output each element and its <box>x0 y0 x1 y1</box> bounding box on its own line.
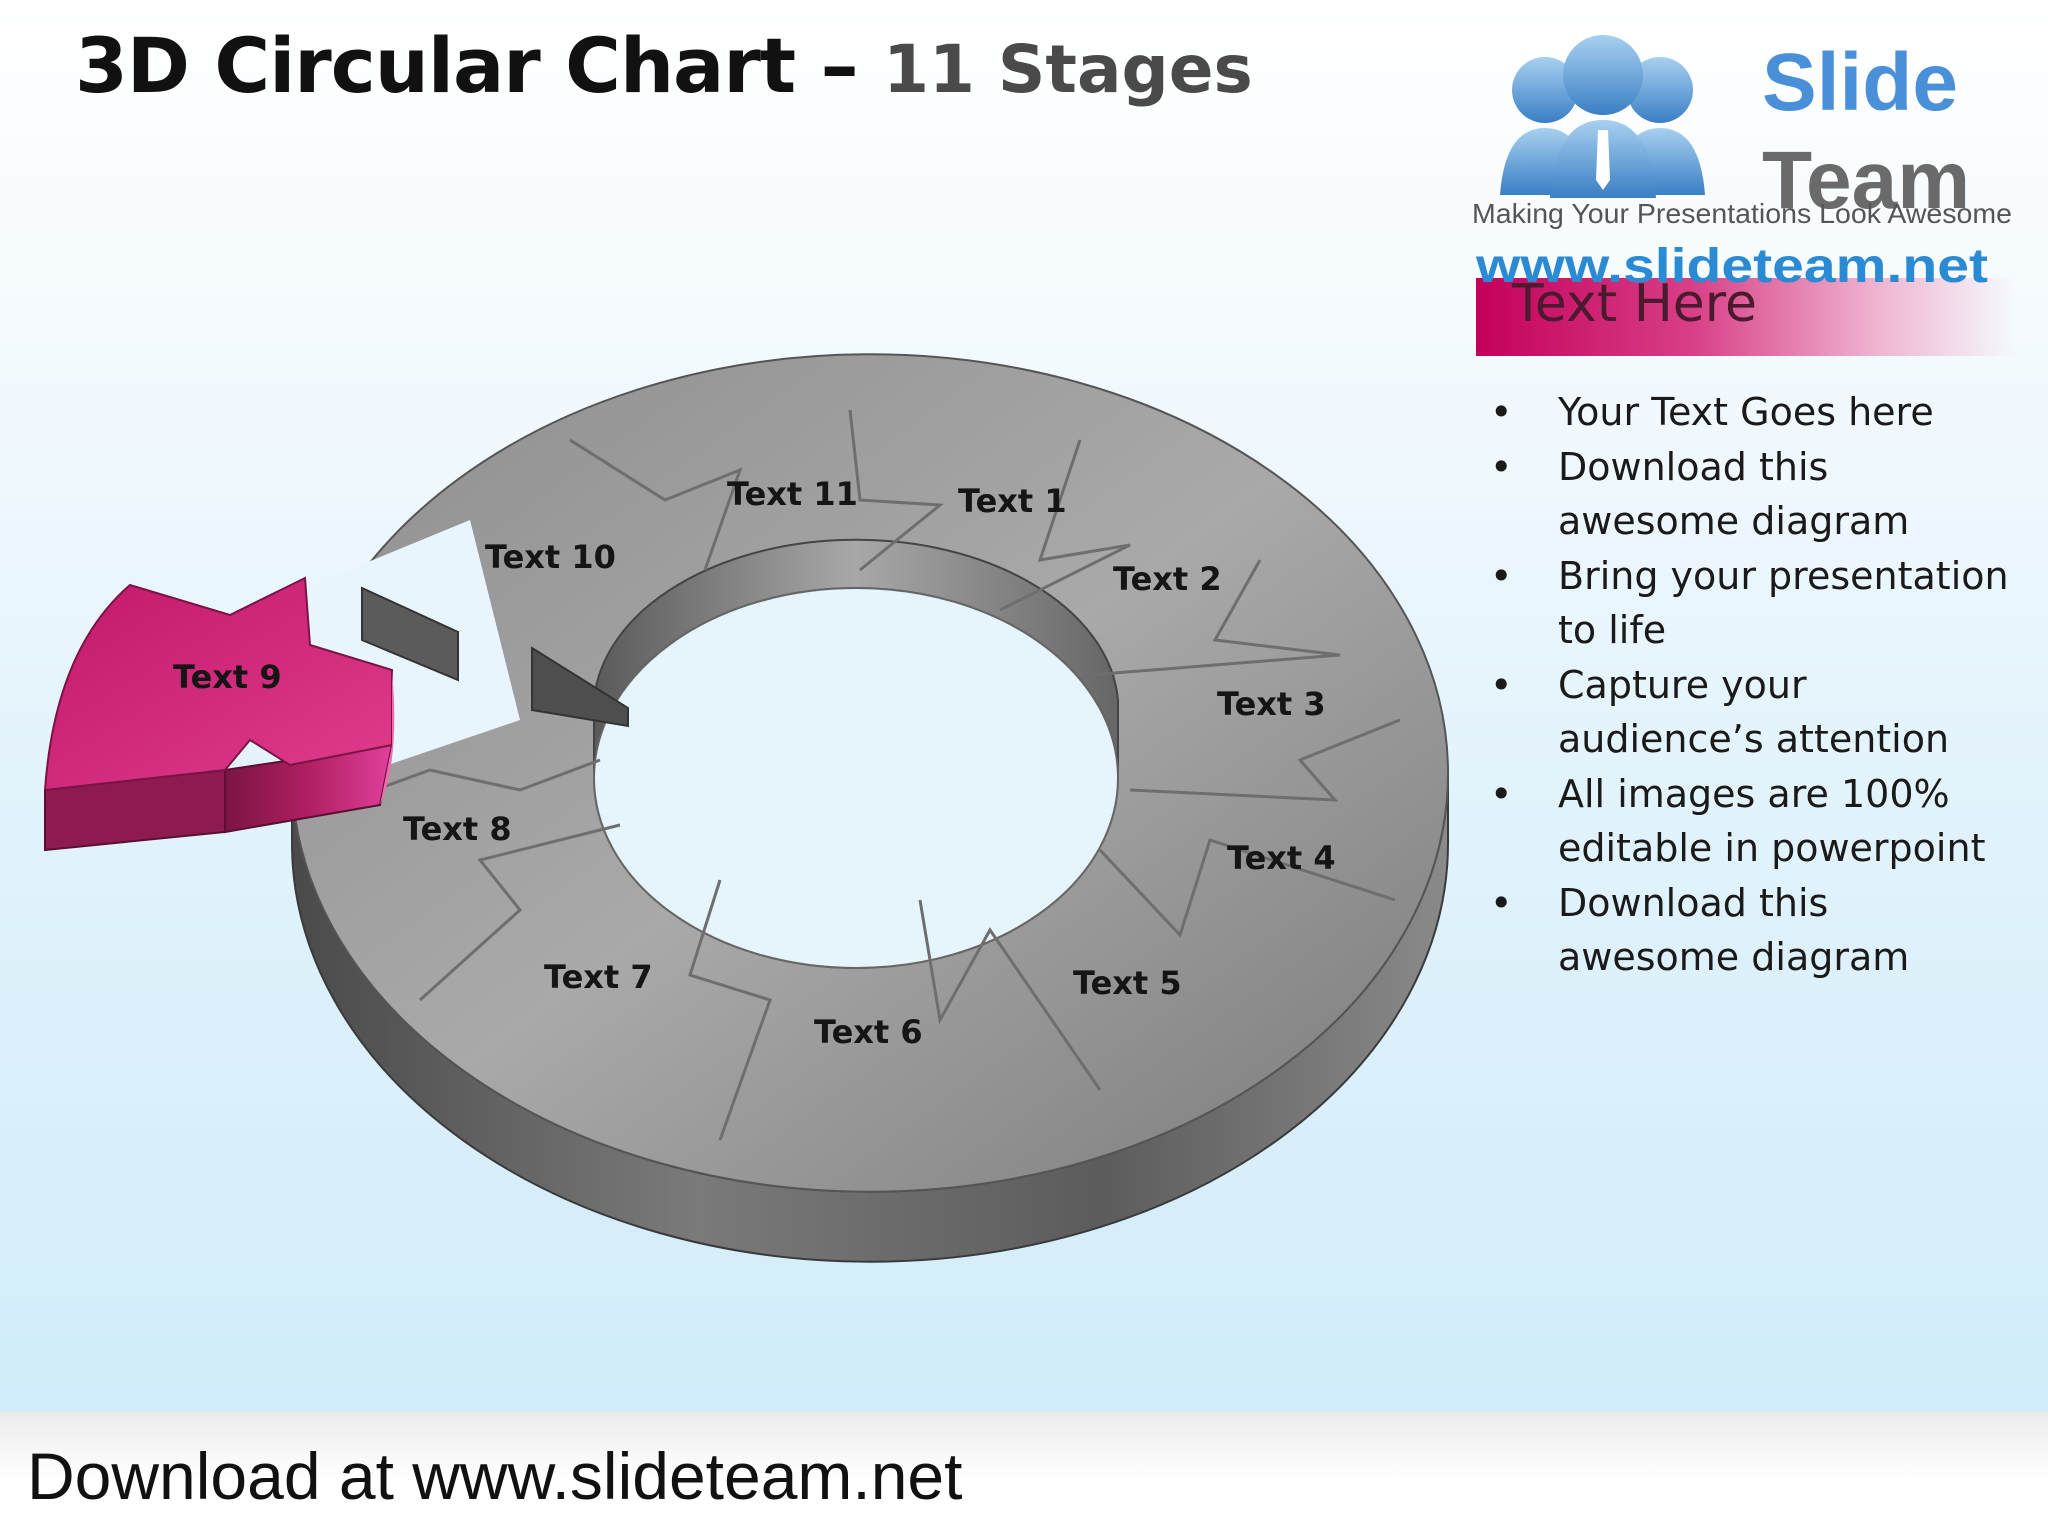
bullet-item: Your Text Goes here <box>1490 385 2010 440</box>
logo-word-team: Team <box>1762 135 1970 226</box>
bullet-item: Capture your audience’s attention <box>1490 658 2010 767</box>
stage-10-cut-face-inner <box>531 646 629 728</box>
stage-10-cut-face <box>361 586 459 682</box>
slide-title: 3D Circular Chart – 11 Stages <box>75 18 1253 118</box>
bullet-item: Bring your presentation to life <box>1490 549 2010 658</box>
circular-chart: Text 1 Text 2 Text 3 Text 4 Text 5 Text … <box>43 353 1450 1263</box>
stage-label-5: Text 5 <box>1073 964 1182 1002</box>
team-people-icon <box>1500 35 1705 198</box>
bullet-item: Download this awesome diagram <box>1490 440 2010 549</box>
stage-label-6: Text 6 <box>814 1013 923 1051</box>
stage-label-8: Text 8 <box>403 810 512 848</box>
stage-label-10: Text 10 <box>485 538 616 576</box>
stage-labels: Text 1 Text 2 Text 3 Text 4 Text 5 Text … <box>173 475 1336 1051</box>
stage-label-11: Text 11 <box>727 475 858 513</box>
stage-label-2: Text 2 <box>1113 560 1222 598</box>
text-header-label: Text Here <box>1512 278 1758 334</box>
bullet-list: Your Text Goes here Download this awesom… <box>1490 385 2010 985</box>
logo-word-slide: Slide <box>1762 37 1958 128</box>
footer-bar <box>0 1412 2048 1536</box>
stage-9-segment <box>43 576 395 852</box>
title-main: 3D Circular Chart – <box>75 21 859 110</box>
title-sub: 11 Stages <box>883 31 1253 108</box>
ring-body <box>285 353 1450 1263</box>
stage-label-3: Text 3 <box>1217 685 1326 723</box>
slideteam-logo: Slide Team Making Your Presentations Loo… <box>1472 35 2012 293</box>
stage-label-7: Text 7 <box>544 958 653 996</box>
segment-dividers <box>291 409 1401 1141</box>
stage-label-4: Text 4 <box>1227 839 1336 877</box>
text-header-bar: Text Here <box>1476 278 2016 356</box>
logo-url: www.slideteam.net <box>1475 240 1988 293</box>
bullet-item: All images are 100% editable in powerpoi… <box>1490 767 2010 876</box>
bullet-item: Download this awesome diagram <box>1490 876 2010 985</box>
logo-tagline: Making Your Presentations Look Awesome <box>1472 198 2012 229</box>
stage-label-9: Text 9 <box>173 658 282 696</box>
footer-download-text: Download at www.slideteam.net <box>27 1439 963 1513</box>
stage-label-1: Text 1 <box>958 482 1067 520</box>
